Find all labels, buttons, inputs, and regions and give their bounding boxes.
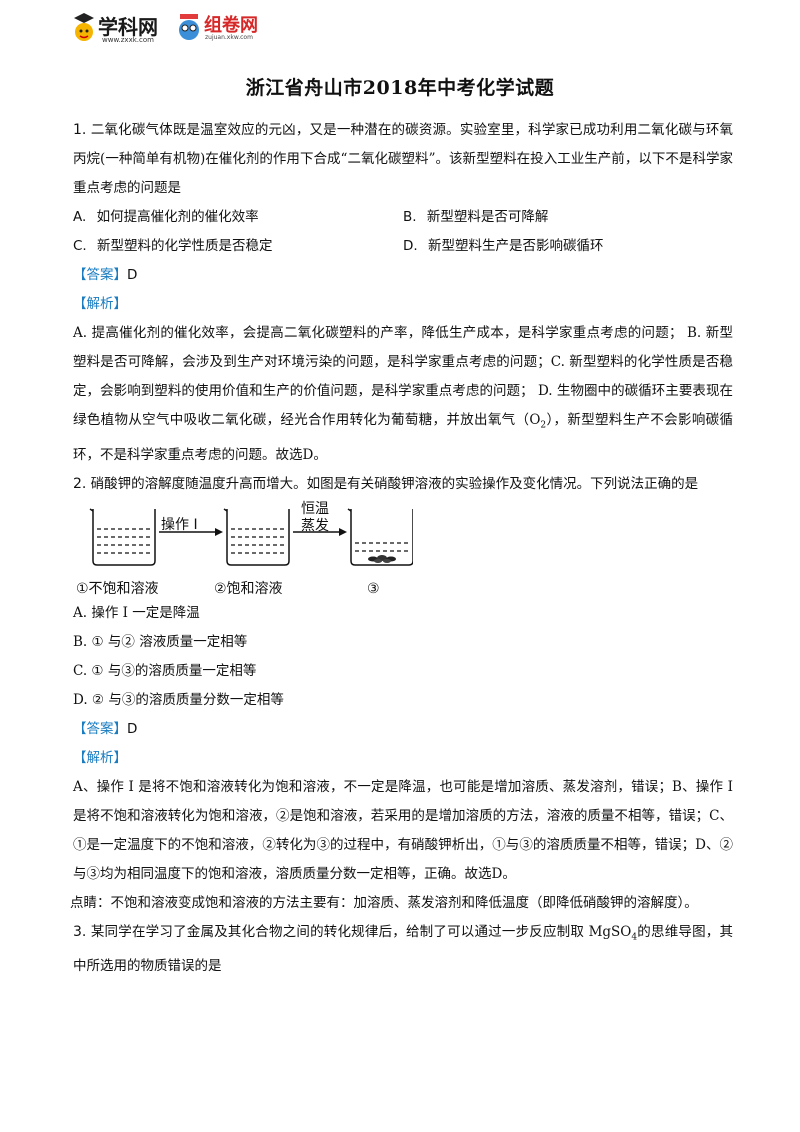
q1-option-d: D. 新型塑料生产是否影响碳循环 [403,232,733,261]
q1-analysis-text-2: ），新型塑料生产不会影响碳循环，不是科学家重点考虑的问题。故选D。 [73,412,733,463]
q1-answer: 【答案】D [73,261,733,290]
q2-stem: 2. 硝酸钾的溶解度随温度升高而增大。如图是有关硝酸钾溶液的实验操作及变化情况。… [73,470,733,499]
q1-answer-tag: 【答案】 [73,267,127,283]
q1-option-b: B. 新型塑料是否可降解 [403,203,733,232]
q2-answer: 【答案】D [73,715,733,744]
q1-option-a: A. 如何提高催化剂的催化效率 [73,203,403,232]
beaker-3 [347,508,413,566]
q2-option-a: A. 操作 I 一定是降温 [73,604,200,621]
q1-analysis-subscript: 2 [540,420,547,431]
q1-stem-text: 二氧化碳气体既是温室效应的元凶，又是一种潜在的碳资源。实验室里，科学家已成功利用… [73,122,734,196]
q1-option-c-label: C. [73,238,87,254]
q3-stem: 3. 某同学在学习了金属及其化合物之间的转化规律后，给制了可以通过一步反应制取 … [73,918,733,982]
q3-number: 3. [73,923,87,940]
q1-option-b-label: B. [403,209,417,225]
q2-option-d: D. ② 与③的溶质质量分数一定相等 [73,691,284,708]
q3-stem-text-1: 某同学在学习了金属及其化合物之间的转化规律后，给制了可以通过一步反应制取 MgS… [90,923,632,940]
beaker-2 [223,508,290,566]
q1-options-row-2: C. 新型塑料的化学性质是否稳定 D. 新型塑料生产是否影响碳循环 [73,232,733,261]
zujuanwang-logo-url: zujuan.xkw.com [205,34,253,41]
q1-analysis-text-1: A. 提高催化剂的催化效率，会提高二氧化碳塑料的产率，降低生产成本，是科学家重点… [73,325,733,428]
q1-number: 1. [73,122,87,138]
q1-option-c: C. 新型塑料的化学性质是否稳定 [73,232,403,261]
q2-tip: 点睛：不饱和溶液变成饱和溶液的方法主要有：加溶质、蒸发溶剂和降低温度（即降低硝酸… [70,894,698,911]
beaker-1 [89,508,156,566]
page-title: 浙江省舟山市2018年中考化学试题 [245,77,555,99]
q1-analysis: A. 提高催化剂的催化效率，会提高二氧化碳塑料的产率，降低生产成本，是科学家重点… [73,319,733,470]
q1-option-b-text: 新型塑料是否可降解 [426,209,549,225]
q1-stem: 1. 二氧化碳气体既是温室效应的元凶，又是一种潜在的碳资源。实验室里，科学家已成… [73,116,733,203]
q2-number: 2. [73,475,87,492]
operation-2-label-line2: 蒸发 [301,517,329,534]
operation-2-label-line1: 恒温 [301,500,329,517]
document-body: 1. 二氧化碳气体既是温室效应的元凶，又是一种潜在的碳资源。实验室里，科学家已成… [70,116,733,982]
header-logos: 学科网 www.zxxk.com 组卷网 zujuan.xkw.com [72,8,292,48]
crystal-precipitate-icon [368,554,396,563]
q1-answer-value: D [127,267,138,283]
q2-option-c: C. ① 与③的溶质质量一定相等 [73,662,257,679]
xuekewang-logo-text: 学科网 [98,15,158,39]
beaker-2-label: ②饱和溶液 [214,580,283,597]
operation-1-label: 操作 I [161,516,198,533]
q2-analysis: A、操作 I 是将不饱和溶液转化为饱和溶液，不一定是降温，也可能是增加溶质、蒸发… [73,778,733,882]
q2-stem-text: 硝酸钾的溶解度随温度升高而增大。如图是有关硝酸钾溶液的实验操作及变化情况。下列说… [90,475,699,492]
q2-beaker-diagram [89,508,413,566]
zujuanwang-logo-text: 组卷网 [204,15,258,36]
q1-option-d-text: 新型塑料生产是否影响碳循环 [427,238,604,254]
zujuanwang-logo-icon [179,14,199,40]
q1-option-d-label: D. [403,238,418,254]
q1-option-c-text: 新型塑料的化学性质是否稳定 [97,238,273,254]
q2-option-b: B. ① 与② 溶液质量一定相等 [73,633,248,650]
q1-option-a-label: A. [73,209,87,225]
q3-stem-subscript: 4 [631,932,638,943]
xuekewang-logo-url: www.zxxk.com [102,36,154,44]
arrow-2-icon [293,527,347,536]
q2-answer-tag: 【答案】 [73,720,127,737]
beaker-3-label: ③ [367,580,380,597]
q3-stem-text-2: 的思维导图，其中所选用的物质错误的是 [73,923,733,975]
q1-analysis-tag: 【解析】 [73,296,127,312]
q2-figure: 操作 I 恒温 蒸发 ①不饱和溶液 ②饱和溶液 ③ [73,499,733,599]
xuekewang-logo-icon [74,13,94,41]
q1-option-a-text: 如何提高催化剂的催化效率 [96,209,259,225]
q1-options-row-1: A. 如何提高催化剂的催化效率 B. 新型塑料是否可降解 [73,203,733,232]
arrow-1-icon [159,527,223,536]
q2-answer-value: D [127,720,138,737]
q2-analysis-tag: 【解析】 [73,749,127,766]
beaker-1-label: ①不饱和溶液 [76,580,159,597]
